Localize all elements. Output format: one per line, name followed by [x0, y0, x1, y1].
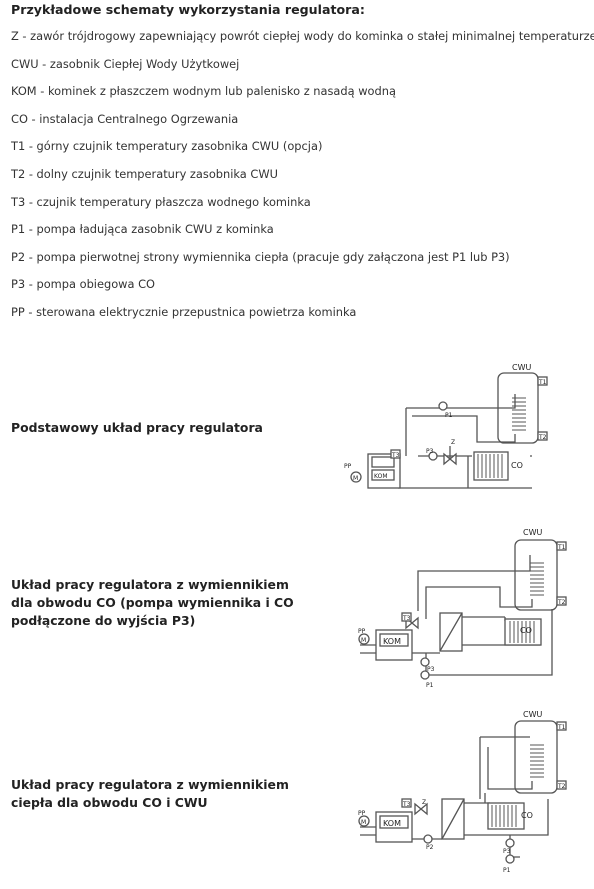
kom-label-3: KOM [383, 819, 401, 828]
p3-label: P3 [426, 448, 434, 455]
cwu-label: CWU [512, 363, 531, 372]
section-2-title-line-1: Układ pracy regulatora z wymiennikiem [11, 577, 289, 592]
m-label-2: M [361, 637, 366, 644]
pp-label: PP [344, 463, 352, 470]
legend-item-z: Z - zawór trójdrogowy zapewniający powró… [11, 29, 594, 43]
legend-item-p1: P1 - pompa ładująca zasobnik CWU z komin… [11, 222, 274, 237]
legend-item-p3: P3 - pompa obiegowa CO [11, 277, 156, 292]
legend-item-co: CO - instalacja Centralnego Ogrzewania [11, 111, 239, 126]
co-label-3: CO [521, 811, 533, 820]
t2-label: T2 [538, 434, 547, 441]
p1-label: P1 [445, 412, 453, 419]
cwu-label-3: CWU [523, 710, 542, 719]
page-title: Przykładowe schematy wykorzystania regul… [11, 2, 365, 17]
legend-item-pp: PP - sterowana elektrycznie przepustnica… [11, 304, 357, 319]
t2-label-3: T2 [557, 783, 566, 790]
kom-label-2: KOM [383, 637, 401, 646]
legend-item-kom: KOM - kominek z płaszczem wodnym lub pal… [11, 84, 396, 99]
m-label-3: M [361, 819, 366, 826]
section-3-title: Układ pracy regulatora z wymiennikiem ci… [11, 776, 289, 812]
p3-label-2: P3 [427, 666, 435, 673]
section-1-title-line: Podstawowy układ pracy regulatora [11, 420, 263, 435]
m-label: M [353, 475, 358, 482]
z-label: Z [451, 439, 455, 446]
section-3-title-line-1: Układ pracy regulatora z wymiennikiem [11, 777, 289, 792]
diagram-exchanger-co-cwu: CWU T1 T2 T3 Z CO KOM PP M P2 P3 P1 [340, 707, 580, 879]
legend-item-t2: T2 - dolny czujnik temperatury zasobnika… [11, 166, 278, 181]
t2-label-2: T2 [557, 599, 566, 606]
cwu-label-2: CWU [523, 528, 542, 537]
kom-label: KOM [374, 473, 388, 480]
p1-label-2: P1 [426, 682, 434, 689]
section-1-title: Podstawowy układ pracy regulatora [11, 419, 263, 437]
co-label: CO [511, 461, 523, 470]
t3-label: T3 [391, 452, 400, 459]
t1-label-2: T1 [557, 544, 566, 551]
section-3-title-line-2: ciepła dla obwodu CO i CWU [11, 795, 208, 810]
t3-label-3: T3 [402, 801, 411, 808]
co-label-2: CO [520, 626, 532, 635]
legend-item-cwu: CWU - zasobnik Ciepłej Wody Użytkowej [11, 56, 240, 71]
p3-label-3: P3 [503, 848, 511, 855]
t1-label-3: T1 [557, 724, 566, 731]
section-2-title-line-3: podłączone do wyjścia P3) [11, 613, 196, 628]
legend-list: Z - zawór trójdrogowy zapewniający powró… [11, 28, 594, 332]
diagram-basic: CWU T1 T2 T3 CO KOM PP M P1 P3 Z [340, 360, 580, 495]
pp-label-2: PP [358, 628, 366, 635]
legend-item-t1: T1 - górny czujnik temperatury zasobnika… [11, 139, 323, 154]
section-2-title: Układ pracy regulatora z wymiennikiem dl… [11, 576, 294, 630]
p2-label-3: P2 [426, 844, 434, 851]
p1-label-3: P1 [503, 867, 511, 874]
legend-item-p2: P2 - pompa pierwotnej strony wymiennika … [11, 249, 510, 264]
legend-item-t3: T3 - czujnik temperatury płaszcza wodneg… [11, 194, 311, 209]
pp-label-3: PP [358, 810, 366, 817]
section-2-title-line-2: dla obwodu CO (pompa wymiennika i CO [11, 595, 294, 610]
t3-label-2: T3 [402, 615, 411, 622]
diagram-exchanger-co: CWU T1 T2 T3 CO KOM PP M P3 P1 [340, 525, 580, 690]
t1-label: T1 [538, 379, 547, 386]
z-label-3: Z [422, 799, 426, 806]
